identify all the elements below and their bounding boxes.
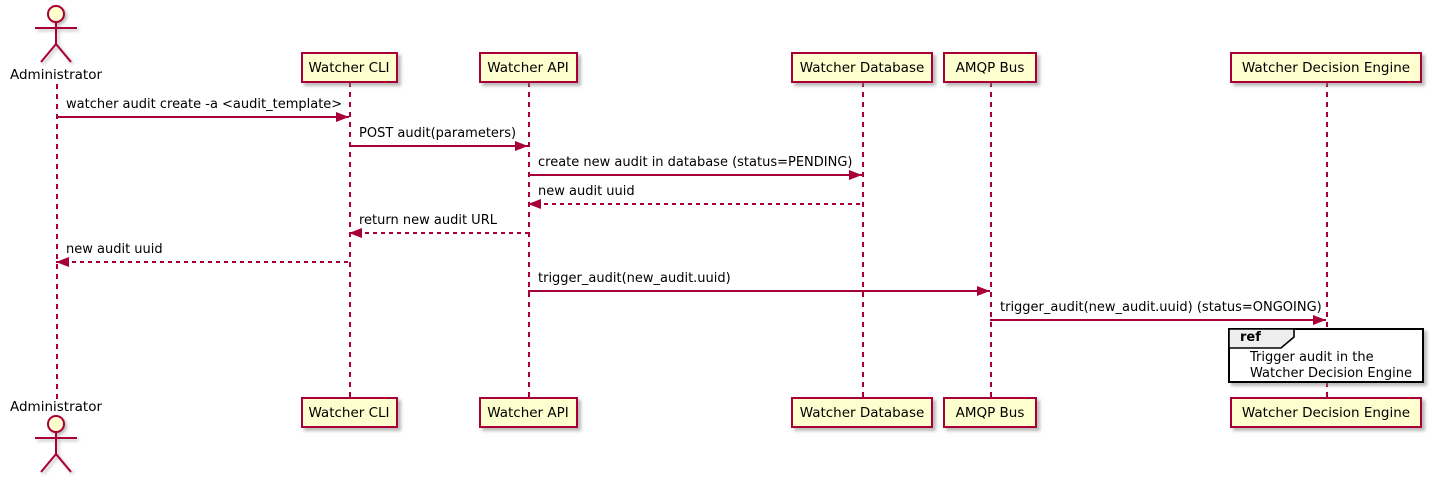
arrowhead-icon-6	[56, 257, 69, 267]
message-label-4: new audit uuid	[538, 184, 635, 199]
actor-figure-top-administrator	[35, 5, 77, 63]
message-label-8: trigger_audit(new_audit.uuid) (status=ON…	[1000, 300, 1322, 315]
ref-tab-shape	[1228, 328, 1295, 349]
participant-box-bottom-watcher-database: Watcher Database	[791, 397, 933, 428]
message-label-1: watcher audit create -a <audit_template>	[66, 97, 343, 112]
message-label-5: return new audit URL	[359, 213, 497, 228]
arrowhead-icon-7	[977, 286, 990, 296]
message-label-7: trigger_audit(new_audit.uuid)	[538, 271, 731, 286]
lifeline-watcher-decision-engine	[1326, 82, 1328, 398]
message-label-3: create new audit in database (status=PEN…	[538, 155, 853, 170]
message-label-2: POST audit(parameters)	[359, 126, 517, 141]
message-line-5	[349, 232, 528, 234]
ref-text-line1: Trigger audit in the	[1250, 350, 1374, 365]
ref-keyword: ref	[1240, 330, 1261, 345]
arrowhead-icon-5	[349, 228, 362, 238]
ref-text: Trigger audit in the Watcher Decision En…	[1250, 350, 1412, 381]
participant-box-top-amqp-bus: AMQP Bus	[943, 52, 1037, 83]
participant-box-bottom-amqp-bus: AMQP Bus	[943, 397, 1037, 428]
arrowhead-icon-1	[336, 112, 349, 122]
message-line-3	[528, 174, 862, 176]
actor-label-bottom-administrator: Administrator	[9, 399, 103, 415]
message-line-4	[528, 203, 862, 205]
participant-box-top-watcher-cli: Watcher CLI	[300, 52, 398, 83]
participant-box-top-watcher-database: Watcher Database	[791, 52, 933, 83]
message-line-8	[990, 319, 1326, 321]
ref-fragment: ref Trigger audit in the Watcher Decisio…	[1228, 328, 1424, 383]
arrowhead-icon-8	[1313, 315, 1326, 325]
lifeline-watcher-database	[862, 82, 864, 398]
arrowhead-icon-2	[515, 141, 528, 151]
actor-label-top-administrator: Administrator	[9, 67, 103, 83]
lifeline-watcher-api	[528, 82, 530, 398]
participant-box-top-watcher-decision-engine: Watcher Decision Engine	[1230, 52, 1422, 83]
message-line-6	[56, 261, 349, 263]
message-line-2	[349, 145, 528, 147]
lifeline-amqp-bus	[990, 82, 992, 398]
arrowhead-icon-4	[528, 199, 541, 209]
arrowhead-icon-3	[849, 170, 862, 180]
actor-figure-bottom-administrator	[35, 415, 77, 473]
participant-box-bottom-watcher-decision-engine: Watcher Decision Engine	[1230, 397, 1422, 428]
message-label-6: new audit uuid	[66, 242, 163, 257]
lifeline-watcher-cli	[349, 82, 351, 398]
ref-text-line2: Watcher Decision Engine	[1250, 365, 1412, 381]
message-line-1	[56, 116, 349, 118]
participant-box-top-watcher-api: Watcher API	[478, 52, 578, 83]
participant-box-bottom-watcher-cli: Watcher CLI	[300, 397, 398, 428]
message-line-7	[528, 290, 990, 292]
lifeline-administrator	[56, 84, 58, 400]
participant-box-bottom-watcher-api: Watcher API	[478, 397, 578, 428]
